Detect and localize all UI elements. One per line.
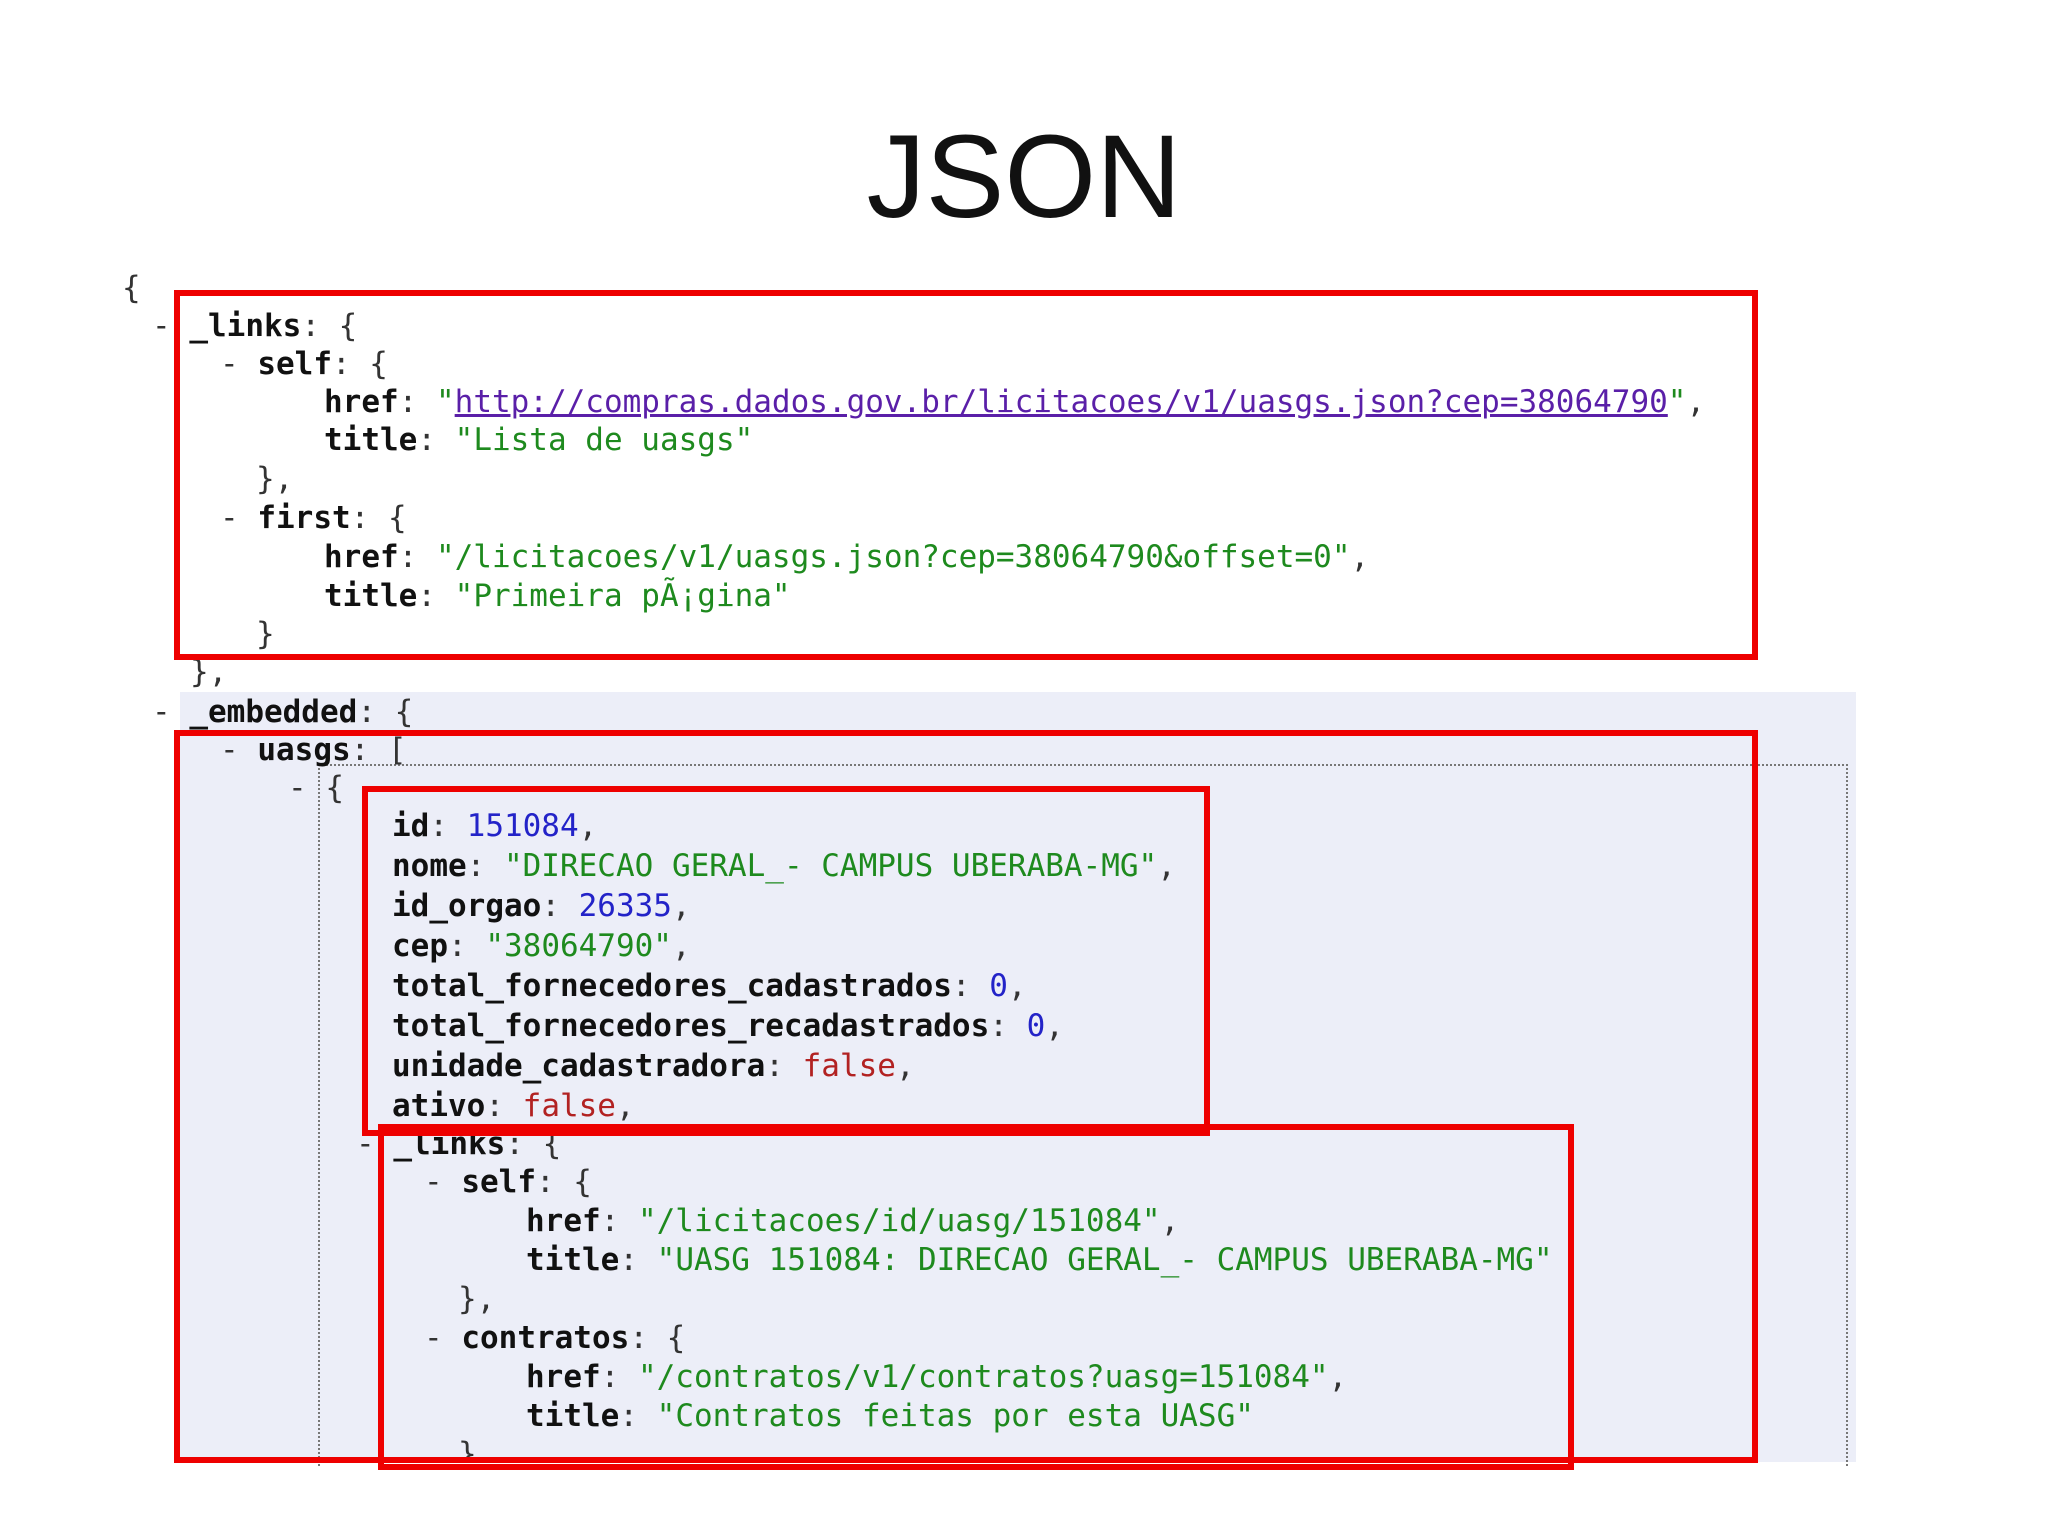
json-line: title: "Primeira pÃ¡gina" — [324, 578, 791, 614]
json-line: } — [458, 1436, 477, 1458]
json-line: href: "/licitacoes/v1/uasgs.json?cep=380… — [324, 539, 1370, 575]
highlight-box-links — [174, 290, 1758, 660]
json-line: nome: "DIRECAO GERAL_- CAMPUS UBERABA-MG… — [392, 848, 1176, 884]
json-line: { — [122, 270, 141, 306]
json-line: ativo: false, — [392, 1088, 635, 1124]
slide-title: JSON — [866, 111, 1182, 243]
collapse-toggle[interactable]: - — [220, 346, 258, 382]
collapse-toggle[interactable]: - — [152, 308, 190, 344]
self-href-link[interactable]: http://compras.dados.gov.br/licitacoes/v… — [454, 384, 1668, 420]
collapse-toggle[interactable]: - — [152, 694, 190, 730]
json-line: total_fornecedores_recadastrados: 0, — [392, 1008, 1064, 1044]
json-line: - first: { — [220, 500, 407, 536]
json-line: title: "Lista de uasgs" — [324, 422, 754, 458]
highlight-box-item-links — [378, 1124, 1574, 1470]
json-line: }, — [458, 1281, 496, 1317]
highlight-box-item-fields — [362, 786, 1210, 1136]
json-line: title: "Contratos feitas por esta UASG" — [526, 1398, 1254, 1434]
json-line: - contratos: { — [424, 1320, 686, 1356]
json-line: href: "http://compras.dados.gov.br/licit… — [324, 384, 1706, 420]
json-line: id: 151084, — [392, 808, 598, 844]
json-line: - self: { — [424, 1164, 592, 1200]
collapse-toggle[interactable]: - — [424, 1320, 462, 1356]
json-line: unidade_cadastradora: false, — [392, 1048, 915, 1084]
json-line: total_fornecedores_cadastrados: 0, — [392, 968, 1027, 1004]
json-line: - _embedded: { — [152, 694, 414, 730]
json-line: - _links: { — [152, 308, 358, 344]
collapse-toggle[interactable]: - — [220, 500, 258, 536]
json-line: href: "/contratos/v1/contratos?uasg=1510… — [526, 1359, 1348, 1395]
json-line: title: "UASG 151084: DIRECAO GERAL_- CAM… — [526, 1242, 1553, 1278]
json-line: - self: { — [220, 346, 388, 382]
collapse-toggle[interactable]: - — [288, 770, 326, 806]
json-line: - uasgs: [ — [220, 732, 407, 768]
uasgs-array-frame — [318, 764, 1848, 1466]
json-line: href: "/licitacoes/id/uasg/151084", — [526, 1203, 1180, 1239]
json-line: id_orgao: 26335, — [392, 888, 691, 924]
json-line: }, — [256, 461, 294, 497]
collapse-toggle[interactable]: - — [424, 1164, 462, 1200]
collapse-toggle[interactable]: - — [220, 732, 258, 768]
json-line: - { — [288, 770, 344, 806]
json-line: }, — [190, 654, 228, 690]
embedded-section-background — [180, 692, 1856, 1462]
json-line: } — [256, 616, 275, 652]
json-line: cep: "38064790", — [392, 928, 691, 964]
highlight-box-uasgs — [174, 730, 1758, 1463]
